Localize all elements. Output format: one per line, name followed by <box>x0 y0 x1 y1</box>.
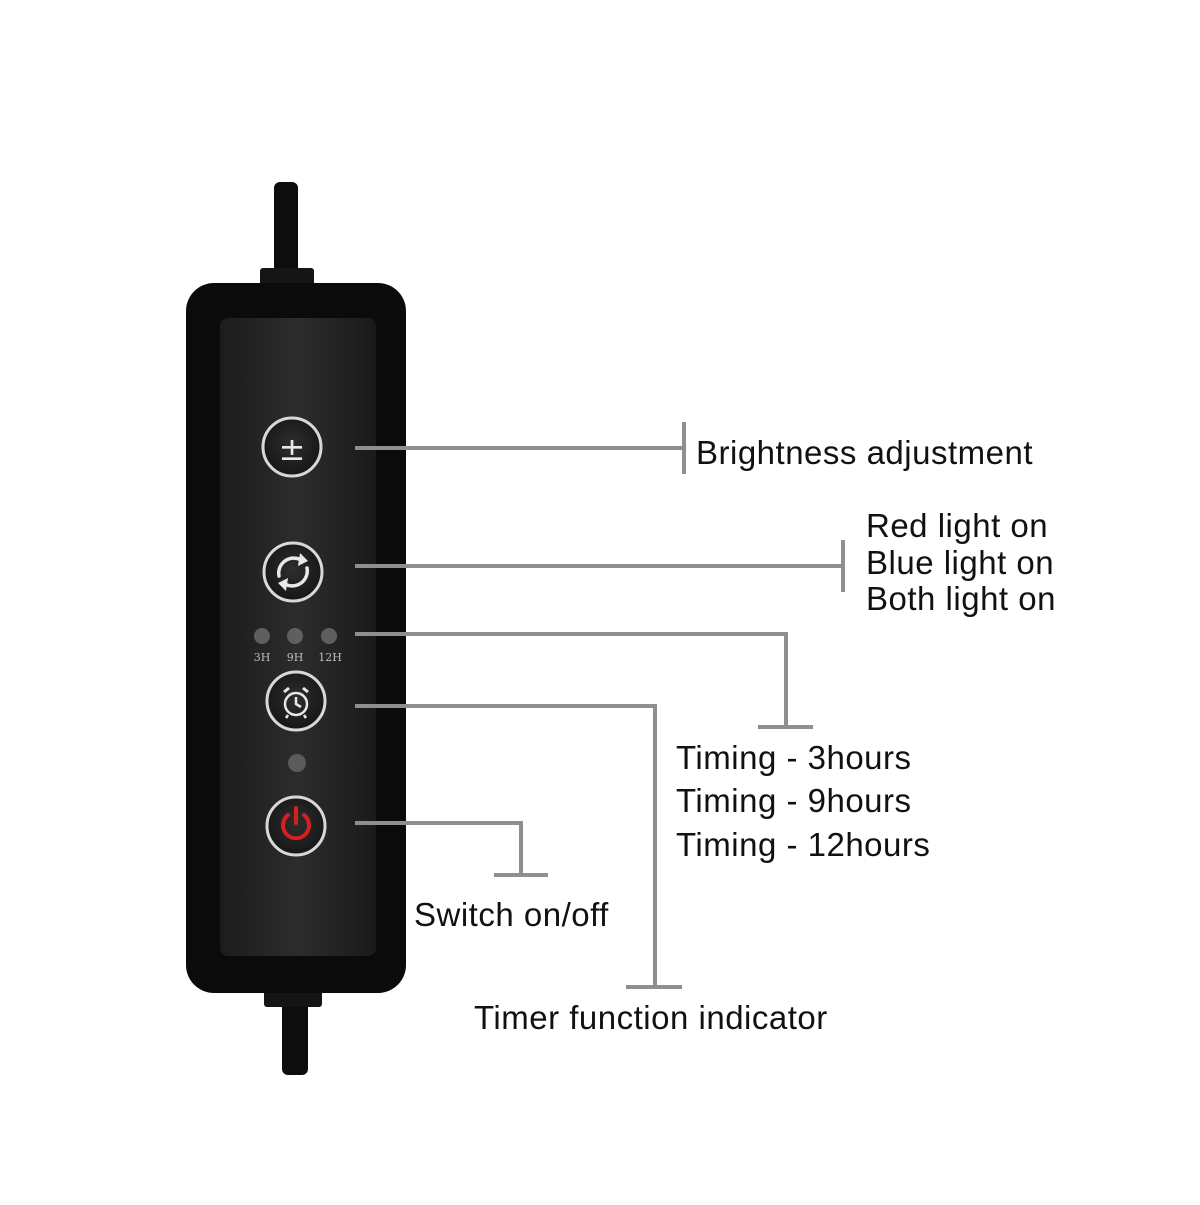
color-mode-button[interactable] <box>262 541 324 603</box>
brightness-button[interactable]: ± <box>261 416 323 478</box>
led-label-12h: 12H <box>318 651 342 664</box>
brightness-adjustment-label: Brightness adjustment <box>696 434 1034 471</box>
led-label-9h: 9H <box>287 651 304 664</box>
led-label-3h: 3H <box>254 651 271 664</box>
timing-9hours-label: Timing - 9hours <box>676 782 912 819</box>
power-icon <box>281 806 311 841</box>
timer-button[interactable] <box>265 670 327 732</box>
led-12h <box>321 628 337 644</box>
leader-switch <box>355 821 523 875</box>
leader-lines <box>355 422 845 989</box>
cable-top <box>274 182 298 292</box>
timer-leds: 3H 9H 12H <box>254 628 342 664</box>
both-light-on-label: Both light on <box>866 580 1056 617</box>
alarm-clock-icon <box>283 686 309 719</box>
power-button[interactable] <box>265 795 327 857</box>
status-led <box>288 754 306 772</box>
red-light-on-label: Red light on <box>866 507 1049 544</box>
cycle-arrows-icon <box>276 553 310 591</box>
led-3h <box>254 628 270 644</box>
timer-function-indicator-label: Timer function indicator <box>474 999 828 1036</box>
timing-3hours-label: Timing - 3hours <box>676 739 912 776</box>
leader-timer-indicator <box>355 704 657 987</box>
plus-minus-icon: ± <box>279 430 306 468</box>
led-9h <box>287 628 303 644</box>
cable-bottom <box>282 985 308 1075</box>
switch-on-off-label: Switch on/off <box>414 896 609 933</box>
leader-timing <box>355 632 788 727</box>
blue-light-on-label: Blue light on <box>866 544 1055 581</box>
timing-12hours-label: Timing - 12hours <box>676 826 931 863</box>
